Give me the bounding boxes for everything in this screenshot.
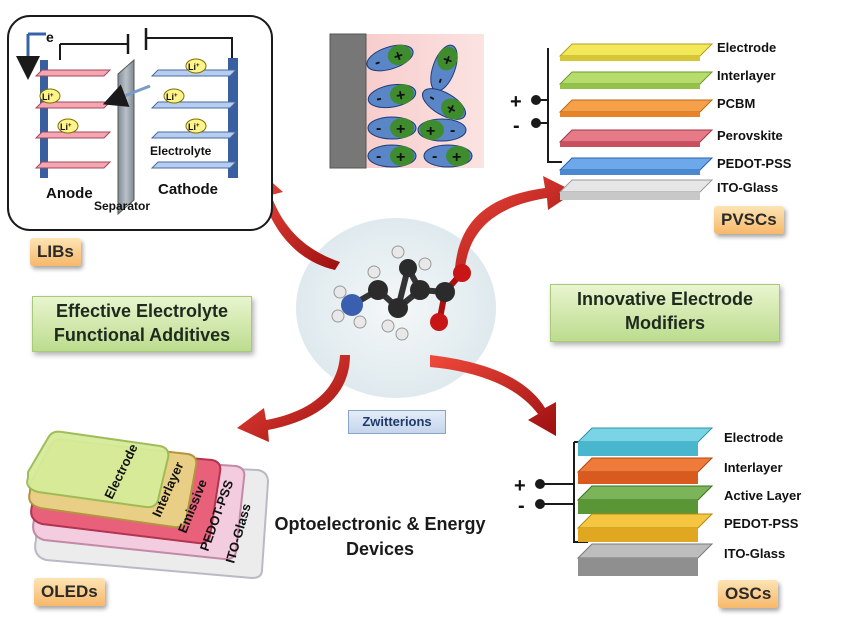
oleds-tag: OLEDs bbox=[34, 578, 105, 606]
pvsc-layer bbox=[558, 71, 714, 85]
svg-text:Li+: Li+ bbox=[188, 62, 200, 72]
svg-text:-: - bbox=[372, 54, 382, 72]
devices-caption: Optoelectronic & Energy Devices bbox=[265, 512, 495, 562]
dipole: -+ bbox=[366, 44, 414, 72]
osc-layer bbox=[576, 543, 714, 559]
libs-tag: LIBs bbox=[30, 238, 81, 266]
dipole: -+ bbox=[367, 83, 417, 109]
pvsc-minus: - bbox=[513, 115, 520, 137]
li-ion: Li+ bbox=[39, 88, 61, 104]
svg-text:Li+: Li+ bbox=[60, 122, 72, 132]
svg-text:-: - bbox=[376, 148, 381, 165]
pvsc-layer bbox=[558, 129, 714, 143]
zwitterions-label: Zwitterions bbox=[348, 410, 446, 434]
pvsc-layer bbox=[558, 179, 714, 193]
osc-layer-label: PEDOT-PSS bbox=[724, 516, 799, 531]
osc-layer-label: Interlayer bbox=[724, 460, 783, 475]
osc-layer bbox=[576, 485, 714, 501]
osc-layer-label: Active Layer bbox=[724, 488, 801, 503]
pvsc-layer-label: Perovskite bbox=[717, 128, 783, 143]
svg-text:+: + bbox=[396, 149, 405, 166]
osc-stack: + - Electrode Interlayer Active Layer PE… bbox=[514, 427, 801, 576]
dipole: -+ bbox=[422, 88, 466, 120]
dipole: -+ bbox=[367, 144, 417, 168]
svg-text:-: - bbox=[375, 90, 383, 108]
dipole: -+ bbox=[423, 144, 473, 168]
arrow-to-oscs bbox=[430, 355, 556, 436]
pvsc-layer-label: PEDOT-PSS bbox=[717, 156, 792, 171]
pvsc-layer-label: Interlayer bbox=[717, 68, 776, 83]
osc-layer bbox=[576, 513, 714, 529]
anode-plates bbox=[34, 60, 112, 178]
osc-plus: + bbox=[514, 475, 526, 497]
svg-text:+: + bbox=[396, 121, 405, 138]
svg-text:-: - bbox=[450, 122, 455, 139]
li-ion: Li+ bbox=[163, 88, 185, 104]
svg-text:-: - bbox=[376, 120, 381, 137]
anode-label: Anode bbox=[46, 185, 93, 202]
osc-layer-label: Electrode bbox=[724, 430, 783, 445]
svg-text:+: + bbox=[452, 149, 461, 166]
svg-text:Li+: Li+ bbox=[188, 122, 200, 132]
electrode-modifiers-line2: Modifiers bbox=[624, 313, 705, 333]
separator-membrane bbox=[117, 58, 135, 216]
osc-layer-label: ITO-Glass bbox=[724, 546, 785, 561]
arrow-to-oleds bbox=[237, 355, 350, 442]
electron-label: e bbox=[46, 29, 54, 45]
li-ion: Li+ bbox=[185, 58, 207, 74]
dipole-panel: -+ -+ -+ -+ -+ -+ -+ -+ bbox=[329, 33, 484, 169]
pvsc-layer-label: ITO-Glass bbox=[717, 180, 778, 195]
zwitterion-molecule bbox=[331, 245, 471, 341]
oled-layer bbox=[26, 430, 170, 509]
electrolyte-additives-line2: Functional Additives bbox=[53, 325, 231, 345]
li-ion: Li+ bbox=[185, 118, 207, 134]
svg-text:+: + bbox=[426, 123, 435, 140]
pvsc-plus: + bbox=[510, 91, 522, 113]
electrode-modifiers-box: Innovative Electrode Modifiers bbox=[550, 284, 780, 342]
oled-stack: Electrode Interlayer Emissive PEDOT-PSS … bbox=[26, 430, 270, 580]
lib-battery-panel: e Li+ Li+ Li+ Li+ Li bbox=[7, 15, 273, 231]
devices-caption-line2: Devices bbox=[345, 539, 415, 559]
electrode-bar bbox=[329, 33, 367, 169]
dipole-molecules: -+ -+ -+ -+ -+ -+ -+ -+ bbox=[366, 44, 473, 168]
pvscs-tag: PVSCs bbox=[714, 206, 784, 234]
svg-text:-: - bbox=[431, 75, 449, 86]
svg-text:Li+: Li+ bbox=[42, 92, 54, 102]
electrode-modifiers-line1: Innovative Electrode bbox=[576, 289, 754, 309]
osc-layer bbox=[576, 457, 714, 473]
li-ion: Li+ bbox=[57, 118, 79, 134]
pvsc-layer bbox=[558, 157, 714, 171]
svg-text:+: + bbox=[395, 87, 407, 105]
dipole: -+ bbox=[417, 118, 467, 142]
osc-layer bbox=[576, 427, 714, 443]
dipole: -+ bbox=[367, 116, 417, 140]
electrolyte-additives-line1: Effective Electrolyte bbox=[55, 301, 229, 321]
dipole: -+ bbox=[430, 44, 458, 92]
svg-text:-: - bbox=[432, 148, 437, 165]
svg-text:Li+: Li+ bbox=[166, 92, 178, 102]
separator-label: Separator bbox=[94, 199, 150, 213]
pvsc-stack: + - Electrode Interlayer PCBM Perovskite… bbox=[510, 40, 792, 200]
electrolyte-label: Electrolyte bbox=[150, 144, 212, 158]
osc-minus: - bbox=[518, 495, 525, 517]
oscs-tag: OSCs bbox=[718, 580, 779, 608]
li-ions: Li+ Li+ Li+ Li+ Li+ bbox=[39, 58, 207, 134]
cathode-plates bbox=[150, 58, 238, 178]
pvsc-layer-label: PCBM bbox=[717, 96, 755, 111]
pvsc-layer-label: Electrode bbox=[717, 40, 776, 55]
arrow-to-pvscs bbox=[455, 176, 575, 268]
electrolyte-additives-box: Effective Electrolyte Functional Additiv… bbox=[32, 296, 252, 352]
pvsc-layer bbox=[558, 99, 714, 113]
pvsc-layer bbox=[558, 43, 714, 57]
devices-caption-line1: Optoelectronic & Energy bbox=[274, 514, 486, 534]
cathode-label: Cathode bbox=[158, 181, 218, 198]
